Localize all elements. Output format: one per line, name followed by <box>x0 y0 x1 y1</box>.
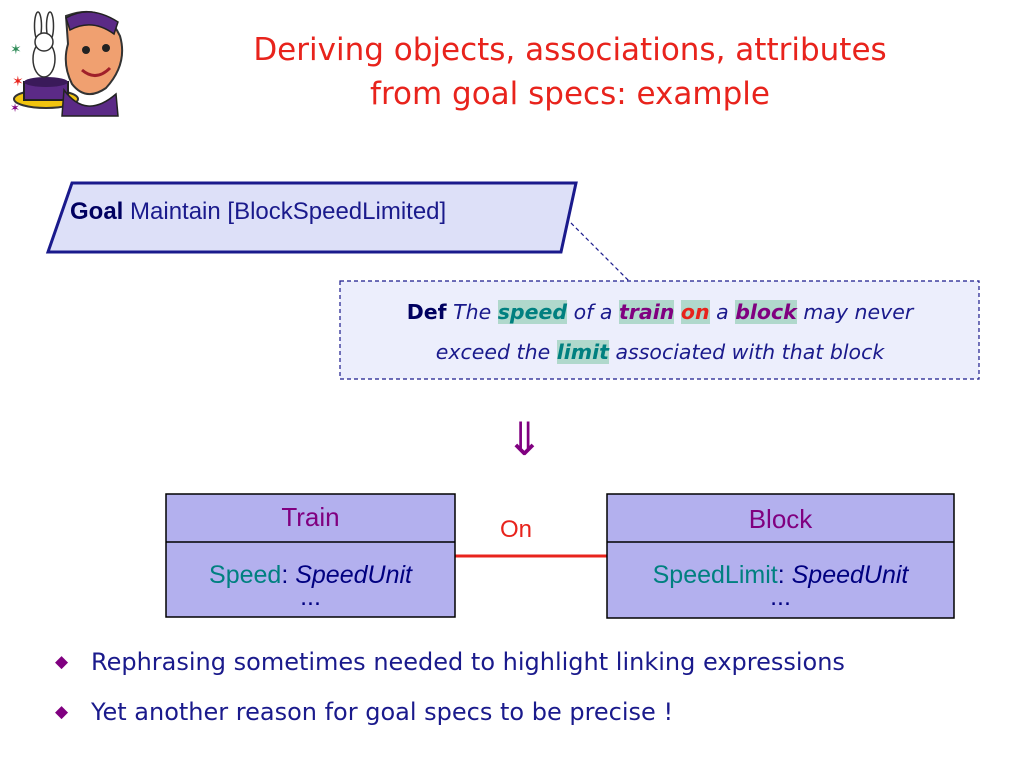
goal-parallelogram <box>45 181 578 254</box>
bullet-item: ◆ Yet another reason for goal specs to be… <box>55 698 673 726</box>
def-text-5: exceed the <box>435 340 551 364</box>
svg-text:✶: ✶ <box>10 41 22 57</box>
def-highlight-on: on <box>680 300 710 324</box>
def-highlight-limit: limit <box>556 340 609 364</box>
goal-keyword: Goal <box>70 198 124 225</box>
goal-definition-connector <box>565 217 631 283</box>
diamond-bullet-icon: ◆ <box>55 652 69 672</box>
bullet-item: ◆ Rephrasing sometimes needed to highligh… <box>55 648 845 676</box>
def-text-3: a <box>716 300 729 324</box>
attribute-type-speedunit: SpeedUnit <box>791 561 909 589</box>
class-block-attributes: SpeedLimit: SpeedUnit ... <box>607 560 954 612</box>
def-highlight-train: train <box>619 300 675 324</box>
svg-text:✶: ✶ <box>12 73 24 89</box>
magician-clipart-icon: ✶ ✶ ✶ <box>10 11 124 117</box>
class-block-name-section: Block <box>607 504 954 535</box>
goal-name: Maintain [BlockSpeedLimited] <box>130 198 447 225</box>
svg-text:✶: ✶ <box>10 101 20 115</box>
attribute-separator: : <box>777 561 785 589</box>
class-train-attributes: Speed: SpeedUnit ... <box>166 560 455 612</box>
attribute-speedlimit: SpeedLimit <box>652 561 778 589</box>
attribute-ellipsis: ... <box>300 583 321 611</box>
association-label: On <box>500 516 533 543</box>
title-line-2: from goal specs: example <box>370 76 770 112</box>
def-text-2: of a <box>573 300 613 324</box>
class-box-block <box>606 493 955 619</box>
diamond-bullet-icon: ◆ <box>55 702 69 722</box>
attribute-ellipsis: ... <box>770 583 791 611</box>
goal-label: Goal Maintain [BlockSpeedLimited] <box>70 198 446 226</box>
class-train-name-section: Train <box>166 502 455 533</box>
class-name-block: Block <box>748 504 813 534</box>
def-text-4: may never <box>803 300 914 324</box>
bullet-text: Rephrasing sometimes needed to highlight… <box>91 648 845 676</box>
title-line-1: Deriving objects, associations, attribut… <box>253 32 887 68</box>
bullet-text: Yet another reason for goal specs to be … <box>91 698 674 726</box>
slide-title: Deriving objects, associations, attribut… <box>150 28 990 116</box>
attribute-speed: Speed <box>209 561 282 589</box>
definition-box <box>339 280 980 380</box>
attribute-separator: : <box>281 561 289 589</box>
def-keyword: Def <box>406 300 447 324</box>
goal-definition: Def The speed of a train on a block may … <box>345 292 975 372</box>
def-highlight-block: block <box>735 300 797 324</box>
def-text-6: associated with that block <box>615 340 885 364</box>
derivation-arrow-icon: ⇓ <box>505 412 544 466</box>
class-name-train: Train <box>281 502 340 532</box>
class-box-train <box>165 493 456 618</box>
def-text-1: The <box>453 300 492 324</box>
attribute-type-speedunit: SpeedUnit <box>295 561 412 589</box>
def-highlight-speed: speed <box>497 300 568 324</box>
